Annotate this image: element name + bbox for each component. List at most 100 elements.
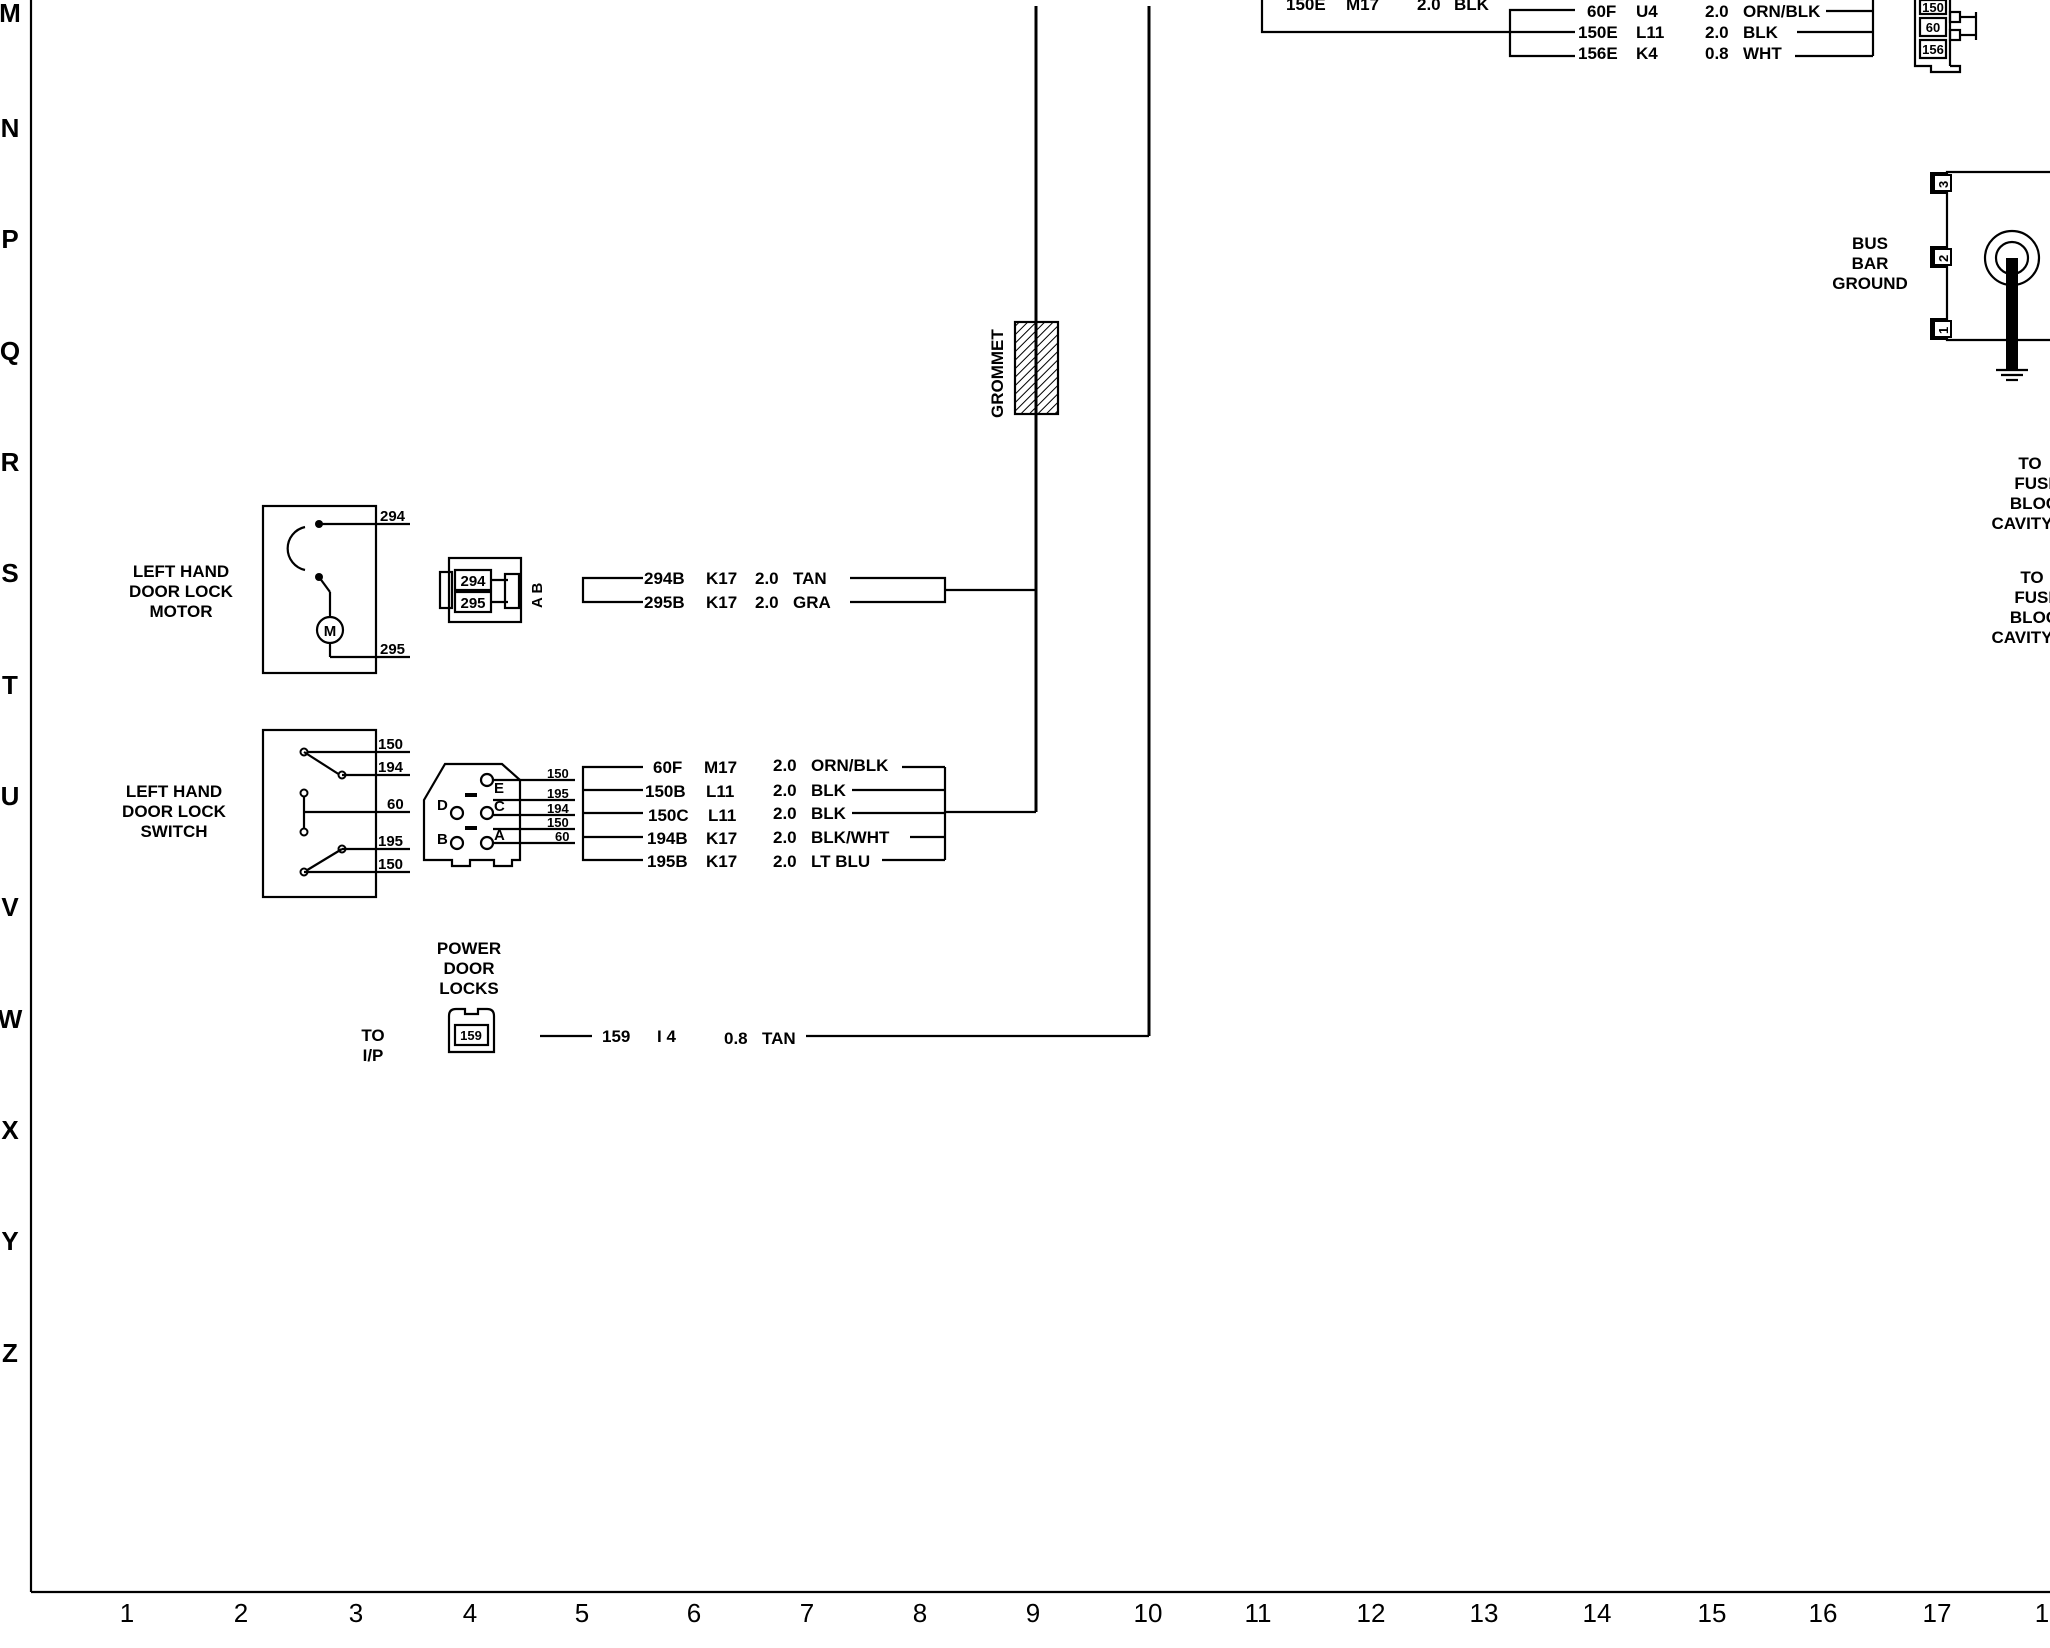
svg-text:POWER: POWER <box>437 939 501 958</box>
wire-156e-k4: 156E <box>1578 44 1618 63</box>
svg-text:150: 150 <box>378 856 403 873</box>
svg-text:294: 294 <box>460 573 486 590</box>
svg-text:TAN: TAN <box>762 1029 796 1048</box>
motor-wires: 294B K17 2.0 TAN 295B K17 2.0 GRA <box>581 569 1036 612</box>
svg-text:CAVITY: CAVITY <box>1991 514 2050 533</box>
svg-text:MOTOR: MOTOR <box>150 602 213 621</box>
switch-wires: 60F M17 2.0 ORN/BLK 150B L11 2.0 BLK 150… <box>581 756 1036 871</box>
svg-text:2: 2 <box>234 1598 248 1628</box>
svg-text:0.8: 0.8 <box>1705 44 1729 63</box>
svg-text:DOOR: DOOR <box>444 959 495 978</box>
svg-text:K17: K17 <box>706 829 737 848</box>
svg-text:T: T <box>2 670 18 700</box>
column-labels: 1 2 3 4 5 6 7 8 9 10 11 12 13 14 15 16 1… <box>120 1598 2049 1628</box>
svg-text:M17: M17 <box>704 758 737 777</box>
svg-text:150: 150 <box>378 736 403 753</box>
top-wire-bundle: 150E M17 2.0 BLK 60F U4 2.0 ORN/BLK 150E… <box>1260 0 1875 63</box>
svg-text:TAN: TAN <box>793 569 827 588</box>
svg-text:LEFT HAND: LEFT HAND <box>126 782 222 801</box>
svg-text:K4: K4 <box>1636 44 1658 63</box>
svg-text:150: 150 <box>1922 0 1944 15</box>
bus-bar-ground: BUS BAR GROUND 3 2 1 <box>1832 170 2050 382</box>
svg-text:150: 150 <box>547 815 569 830</box>
svg-text:1: 1 <box>1936 327 1951 334</box>
svg-text:3: 3 <box>1936 181 1951 188</box>
svg-text:16: 16 <box>1809 1598 1838 1628</box>
svg-text:195: 195 <box>378 833 403 850</box>
svg-text:A B: A B <box>529 583 546 608</box>
svg-text:2.0: 2.0 <box>755 569 779 588</box>
svg-text:ORN/BLK: ORN/BLK <box>1743 2 1821 21</box>
svg-text:BLK/WHT: BLK/WHT <box>811 828 890 847</box>
svg-text:Q: Q <box>0 336 20 366</box>
svg-text:2.0: 2.0 <box>773 756 797 775</box>
wire-295b: 295B <box>644 593 685 612</box>
svg-text:LT BLU: LT BLU <box>811 852 870 871</box>
svg-text:BAR: BAR <box>1852 254 1889 273</box>
svg-text:0.8: 0.8 <box>724 1029 748 1048</box>
svg-text:K17: K17 <box>706 569 737 588</box>
svg-text:N: N <box>1 113 20 143</box>
lh-door-lock-motor: LEFT HAND DOOR LOCK MOTOR M 294 295 <box>129 504 410 675</box>
svg-text:S: S <box>1 558 18 588</box>
svg-text:2.0: 2.0 <box>1705 2 1729 21</box>
svg-text:8: 8 <box>913 1598 927 1628</box>
svg-text:I 4: I 4 <box>657 1027 676 1046</box>
svg-text:X: X <box>1 1115 19 1145</box>
svg-text:L11: L11 <box>706 782 734 801</box>
svg-text:V: V <box>1 892 19 922</box>
power-door-locks: POWER DOOR LOCKS TO I/P 159 159 I 4 0.8 … <box>361 939 1149 1065</box>
svg-text:I/P: I/P <box>363 1046 384 1065</box>
svg-text:5: 5 <box>575 1598 589 1628</box>
svg-text:K17: K17 <box>706 852 737 871</box>
svg-text:M: M <box>0 0 21 28</box>
svg-text:Y: Y <box>1 1226 18 1256</box>
svg-text:3: 3 <box>349 1598 363 1628</box>
svg-text:2.0: 2.0 <box>773 804 797 823</box>
svg-text:M17: M17 <box>1346 0 1379 14</box>
motor-symbol: M <box>324 623 337 640</box>
svg-text:2.0: 2.0 <box>773 852 797 871</box>
svg-text:60: 60 <box>555 829 569 844</box>
wire-60f-u4: 60F <box>1587 2 1616 21</box>
svg-text:194: 194 <box>547 801 569 816</box>
wire-150e-l11: 150E <box>1578 23 1618 42</box>
svg-text:W: W <box>0 1004 23 1034</box>
svg-text:BLK: BLK <box>1743 23 1779 42</box>
svg-text:R: R <box>1 447 20 477</box>
svg-text:GROUND: GROUND <box>1832 274 1908 293</box>
wire-159: 159 <box>602 1027 630 1046</box>
svg-text:1: 1 <box>120 1598 134 1628</box>
svg-text:B: B <box>437 831 448 848</box>
svg-text:E: E <box>494 780 504 797</box>
svg-text:DOOR LOCK: DOOR LOCK <box>129 582 234 601</box>
svg-text:BLK: BLK <box>1454 0 1490 14</box>
svg-text:4: 4 <box>463 1598 477 1628</box>
svg-text:CAVITY: CAVITY <box>1991 628 2050 647</box>
svg-text:2.0: 2.0 <box>773 781 797 800</box>
svg-text:Z: Z <box>2 1338 18 1368</box>
svg-text:SWITCH: SWITCH <box>140 822 207 841</box>
svg-text:6: 6 <box>687 1598 701 1628</box>
svg-text:159: 159 <box>460 1028 482 1043</box>
svg-text:TO: TO <box>2020 568 2043 587</box>
motor-connector: 294 295 A B <box>438 556 546 624</box>
svg-text:TO: TO <box>2018 454 2041 473</box>
svg-text:WHT: WHT <box>1743 44 1782 63</box>
svg-text:TO: TO <box>361 1026 384 1045</box>
svg-text:2.0: 2.0 <box>755 593 779 612</box>
lh-door-lock-switch: LEFT HAND DOOR LOCK SWITCH 150 194 60 19… <box>122 728 410 899</box>
svg-text:295: 295 <box>380 641 405 658</box>
svg-text:156: 156 <box>1922 42 1944 57</box>
wire-294b: 294B <box>644 569 685 588</box>
wire-150c: 150C <box>648 806 689 825</box>
svg-text:DOOR LOCK: DOOR LOCK <box>122 802 227 821</box>
svg-text:15: 15 <box>1698 1598 1727 1628</box>
svg-text:LEFT HAND: LEFT HAND <box>133 562 229 581</box>
wire-195b: 195B <box>647 852 688 871</box>
